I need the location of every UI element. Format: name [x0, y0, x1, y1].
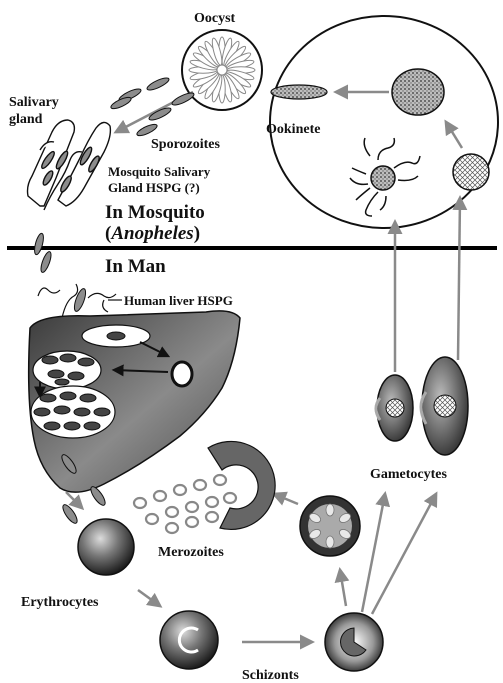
gametocyte-male [376, 375, 413, 441]
arrow-liver-to-blood [66, 492, 82, 508]
erythrocyte-infected [78, 519, 134, 575]
merozoite [134, 498, 146, 508]
schizonts-label: Schizonts [242, 668, 299, 683]
merozoite [194, 480, 206, 490]
gametocytes-label: Gametocytes [370, 467, 448, 482]
female-gamete [453, 154, 489, 190]
liver-schizont-developing [33, 351, 101, 389]
arrow-troph-to-schizont [340, 570, 346, 606]
merozoite [224, 493, 236, 503]
in-man-heading: In Man [105, 256, 166, 277]
hepatocyte-ring [172, 362, 192, 386]
ookinete [271, 85, 327, 99]
human-liver-hspg-label: Human liver HSPG [124, 293, 233, 308]
merozoite [206, 512, 218, 522]
arrow-female-to-mosquito [458, 198, 460, 360]
merozoite [154, 491, 166, 501]
merozoite [146, 514, 158, 524]
merozoite [214, 475, 226, 485]
merozoite [174, 485, 186, 495]
mosquito-hspg-label-line2: Gland HSPG (?) [108, 180, 200, 195]
oocyst-label: Oocyst [194, 11, 236, 26]
liver-schizont-mature [31, 386, 115, 438]
arrow-erythrocyte-to-ring [138, 590, 160, 606]
salivary-gland-label-line1: Salivary [9, 95, 59, 110]
infected-hepatocyte-early [82, 325, 150, 347]
salivary-gland-label-line2: gland [9, 112, 43, 127]
erythrocytes-label: Erythrocytes [21, 595, 99, 610]
merozoites-free [134, 475, 236, 533]
ring-stage-erythrocyte [160, 611, 218, 669]
merozoite [166, 507, 178, 517]
in-mosquito-heading: In Mosquito [105, 202, 205, 223]
merozoite [186, 517, 198, 527]
sporozoites-crossing [33, 232, 88, 312]
arrow-schizont-to-merozoites [274, 494, 298, 504]
gametocyte-female [421, 357, 468, 455]
anopheles-heading: (Anopheles) [105, 223, 200, 244]
oocyst [182, 30, 262, 110]
zygote-cell [392, 69, 444, 115]
merozoites-label: Merozoites [158, 545, 224, 560]
merozoite [186, 502, 198, 512]
trophozoite-erythrocyte [325, 613, 383, 671]
salivary-gland [28, 120, 111, 210]
blood-schizont [300, 496, 360, 556]
merozoite [166, 523, 178, 533]
sporozoites-label: Sporozoites [151, 137, 221, 152]
ookinete-label: Ookinete [266, 122, 320, 137]
mosquito-hspg-label-line1: Mosquito Salivary [108, 164, 211, 179]
merozoite [206, 497, 218, 507]
